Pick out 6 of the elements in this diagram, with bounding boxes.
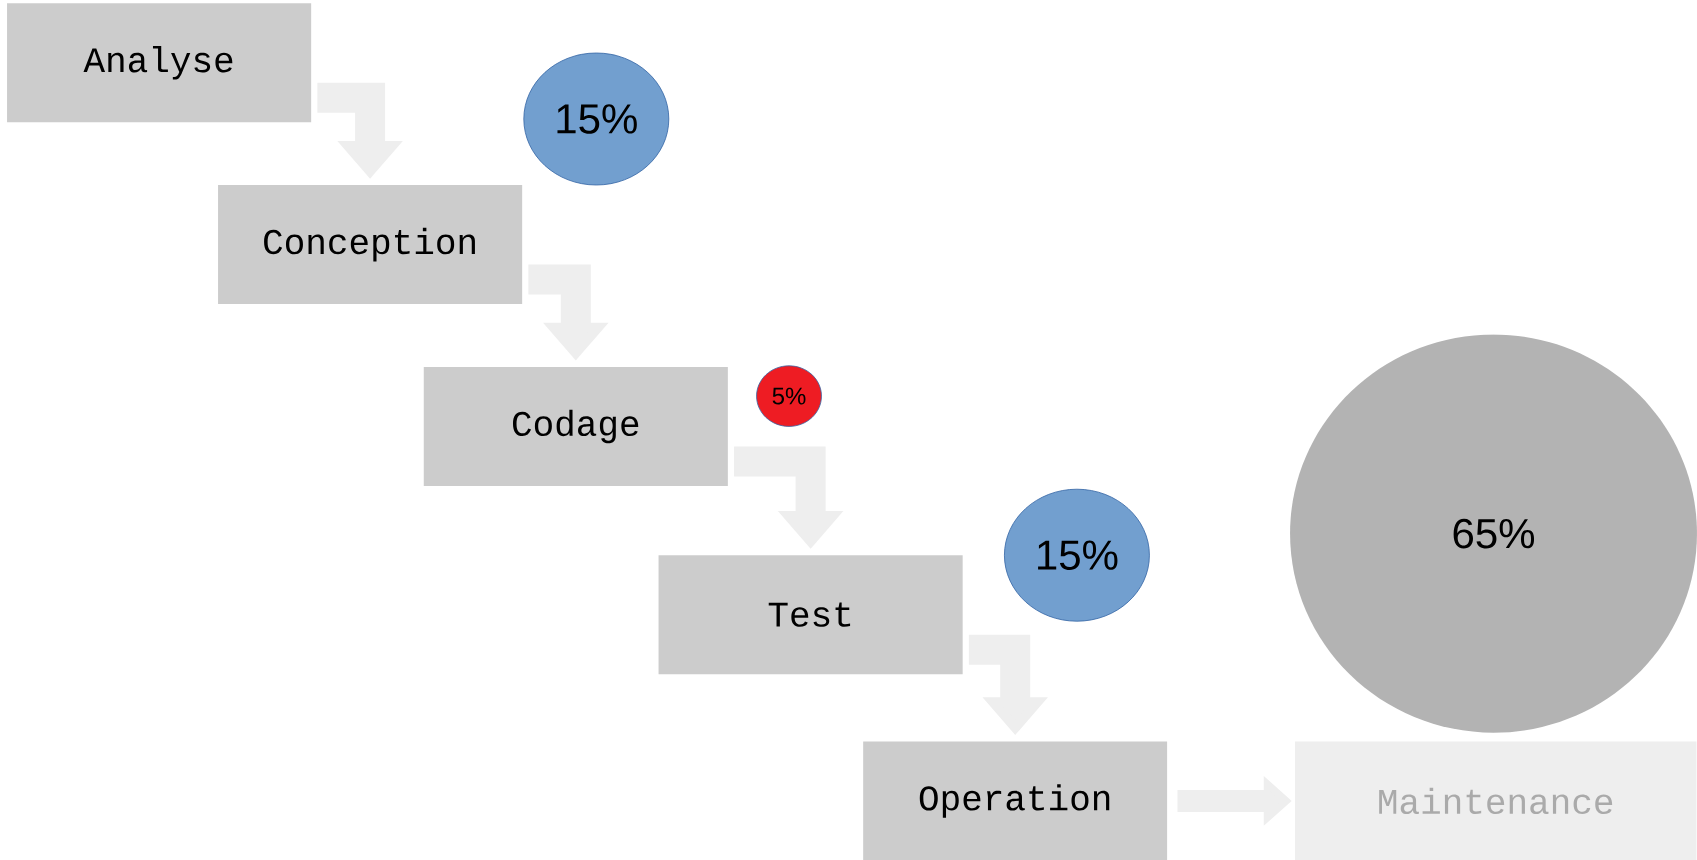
process-box: Maintenance <box>1294 741 1697 860</box>
process-box: Operation <box>863 741 1168 860</box>
process-box: Analyse <box>7 3 312 123</box>
process-box: Conception <box>218 185 523 305</box>
process-box: Test <box>658 555 963 675</box>
process-box: Codage <box>423 366 728 486</box>
